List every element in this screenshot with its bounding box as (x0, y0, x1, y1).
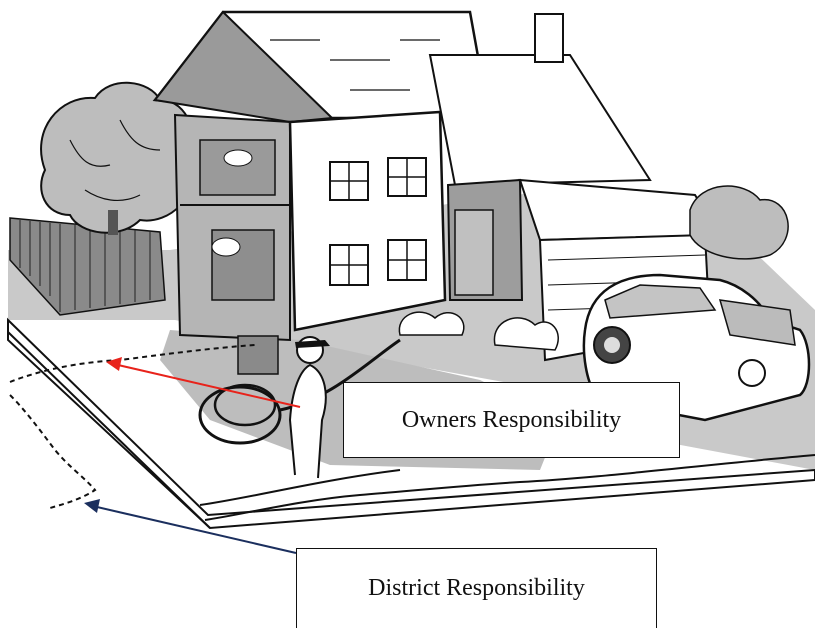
man-with-hose-illustration (198, 335, 401, 479)
sidewalk (199, 454, 815, 521)
bushes (398, 185, 789, 351)
district-arrow (84, 499, 297, 554)
owners-arrow (106, 357, 301, 408)
district-responsibility-label: District Responsibility (296, 548, 657, 628)
owners-responsibility-label: Owners Responsibility (343, 382, 680, 458)
tree-illustration (40, 81, 195, 235)
house-illustration (152, 10, 722, 362)
fence (9, 217, 166, 316)
